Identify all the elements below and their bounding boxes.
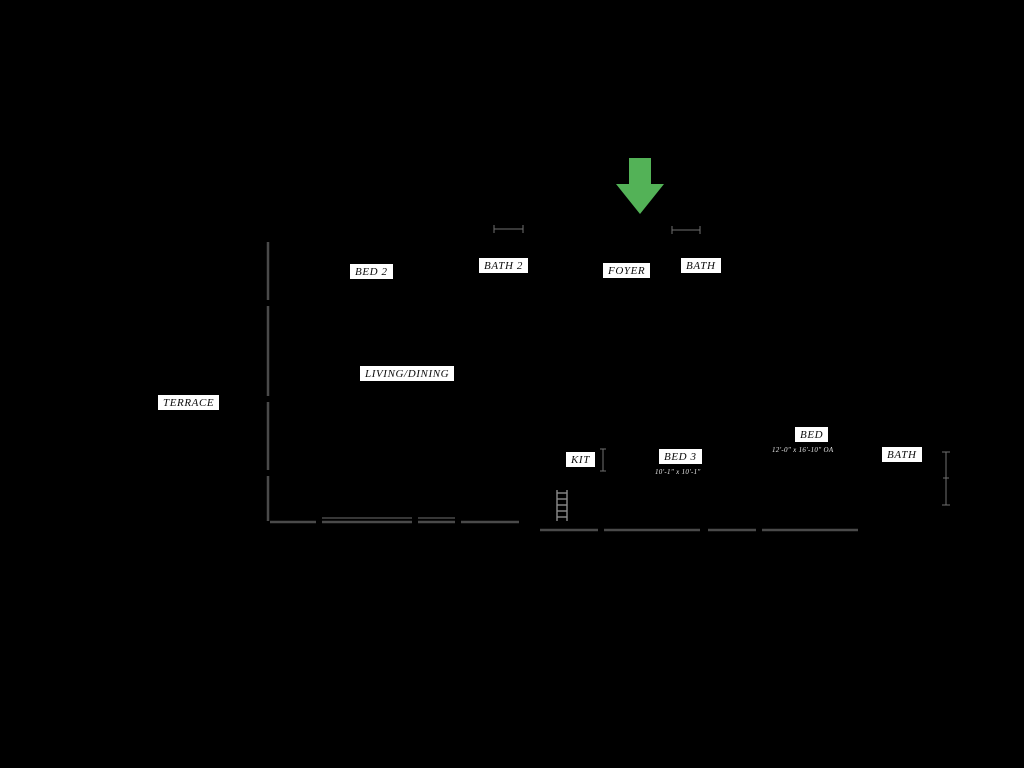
bottom-wall — [270, 517, 858, 532]
room-dims-bed: 12'-0" x 16'-10" OA — [772, 446, 834, 454]
room-label-bed: BED — [795, 427, 829, 442]
dimension-marker-top-right — [671, 226, 701, 234]
room-label-bath2: BATH 2 — [479, 258, 528, 273]
dimension-marker-top-left — [493, 225, 524, 233]
room-label-bed2: BED 2 — [350, 264, 393, 279]
dimension-marker-right — [942, 451, 950, 506]
room-label-bath-right: BATH — [882, 447, 922, 462]
window-symbol — [556, 490, 568, 521]
room-label-bath-top: BATH — [681, 258, 721, 273]
dimension-marker-kitchen — [600, 448, 606, 472]
room-dims-bed3: 10'-1" x 10'-1" — [655, 468, 701, 476]
room-label-foyer: FOYER — [603, 263, 651, 278]
room-label-bed3: BED 3 — [659, 449, 702, 464]
room-label-terrace: TERRACE — [158, 395, 220, 410]
room-label-living-dining: LIVING/DINING — [360, 366, 455, 381]
room-label-kitchen: KIT — [566, 452, 595, 467]
entry-arrow-icon — [616, 158, 664, 214]
